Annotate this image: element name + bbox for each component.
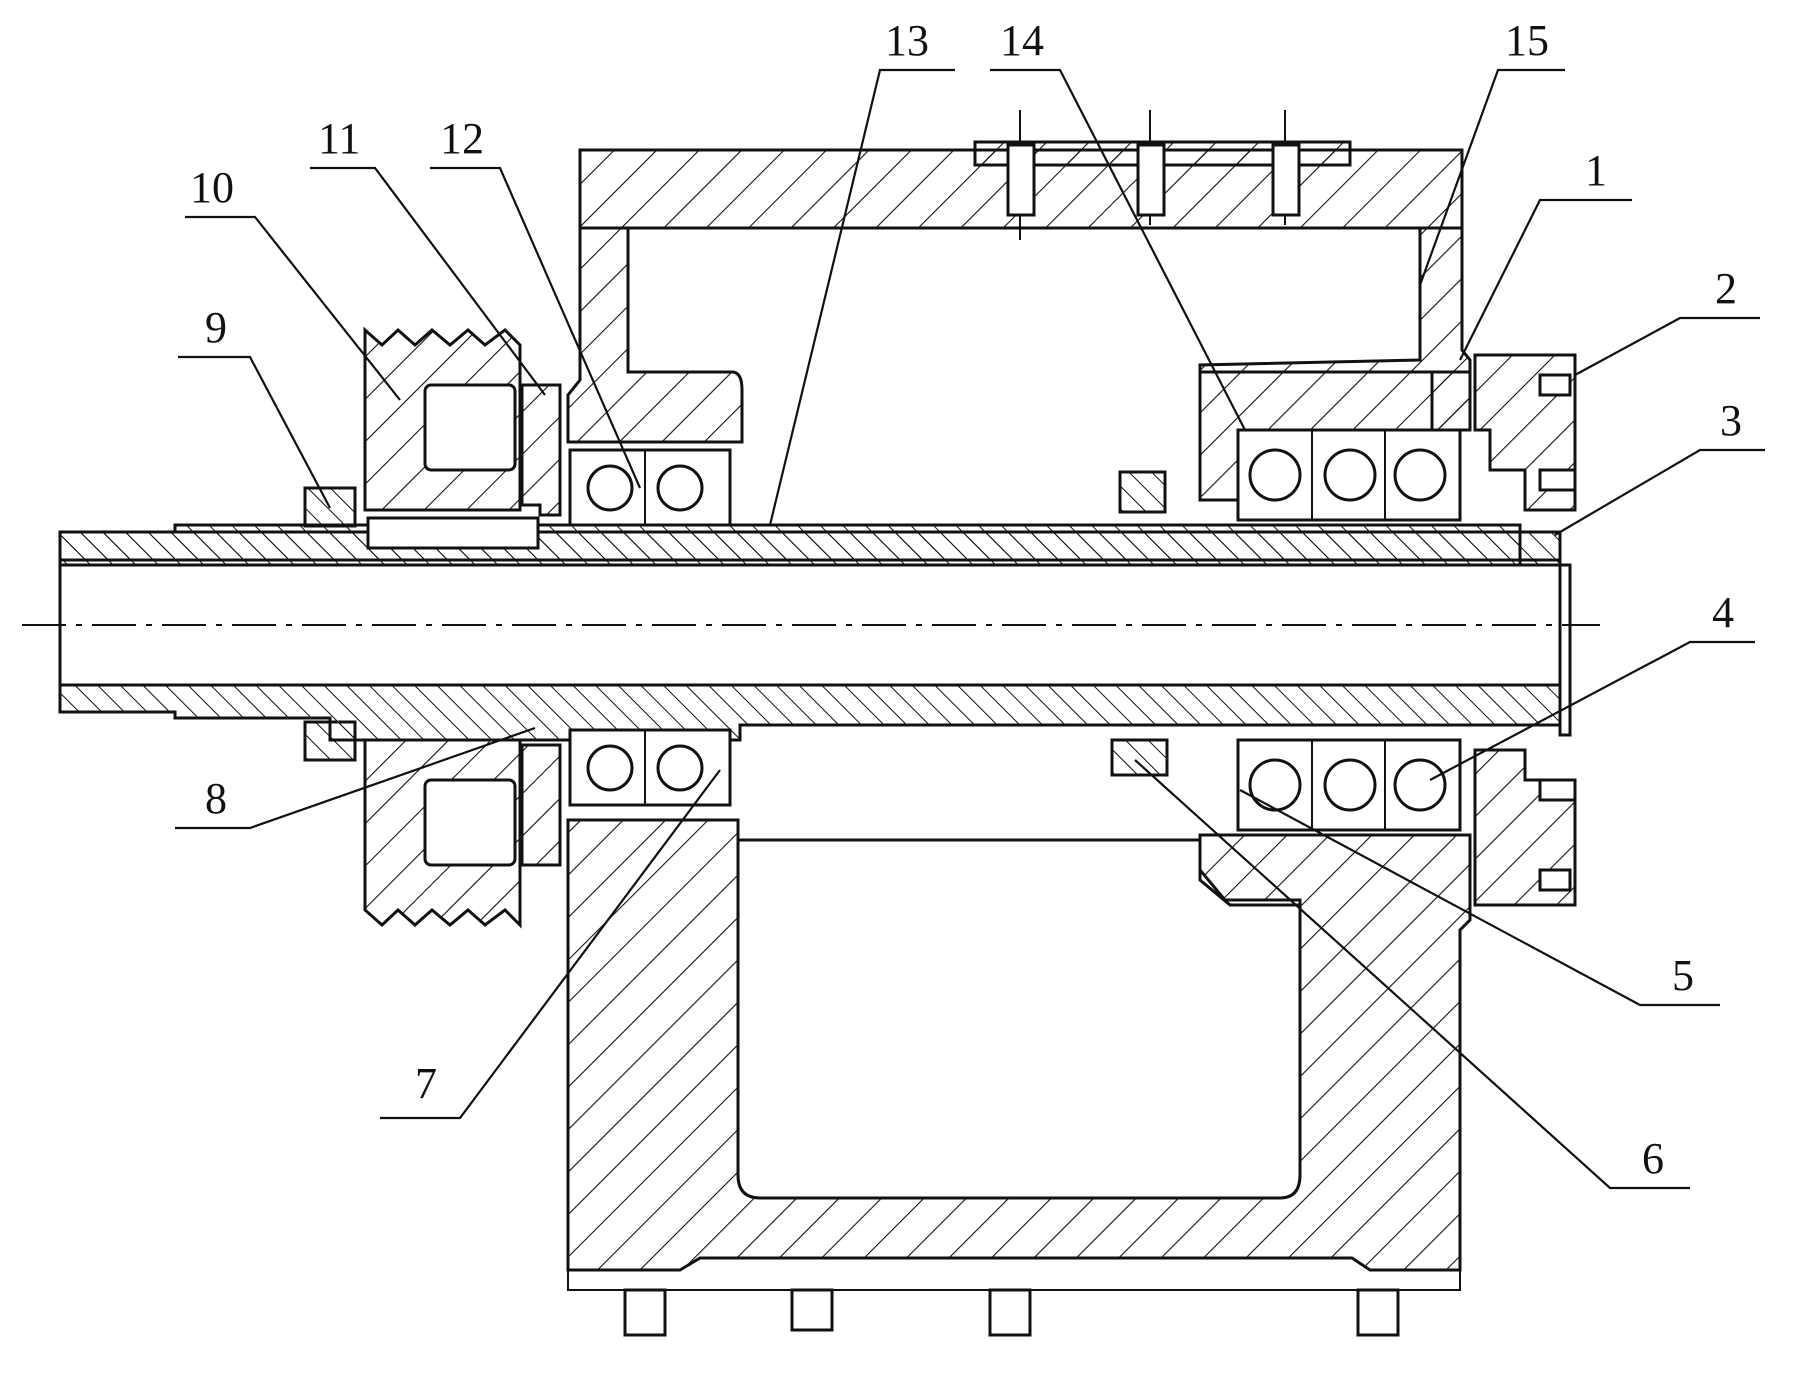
label-12: 12	[440, 114, 484, 163]
pulley-window-upper	[425, 385, 515, 470]
spindle-shaft	[60, 525, 1570, 740]
foot-2	[792, 1290, 832, 1330]
label-5: 5	[1672, 951, 1694, 1000]
label-9: 9	[205, 303, 227, 352]
locknut-6-bottom	[1112, 740, 1167, 775]
locknut-6-top	[1120, 472, 1165, 512]
shaft-lower-body	[60, 685, 1560, 740]
label-1: 1	[1585, 146, 1607, 195]
end-cap-screw-mid	[1540, 470, 1575, 490]
foot-4	[1358, 1290, 1398, 1335]
foot-1	[625, 1290, 665, 1335]
label-8: 8	[205, 774, 227, 823]
label-6: 6	[1642, 1134, 1664, 1183]
label-15: 15	[1505, 16, 1549, 65]
label-10: 10	[190, 163, 234, 212]
label-11: 11	[318, 114, 360, 163]
locknut-9-lower	[305, 722, 355, 760]
left-upper-wall	[568, 228, 742, 442]
foot-3	[990, 1290, 1030, 1335]
spacer-11-lower	[522, 745, 560, 865]
label-3: 3	[1720, 396, 1742, 445]
end-cap-screw-bot	[1540, 870, 1570, 890]
pulley-key	[368, 518, 538, 548]
label-4: 4	[1712, 588, 1734, 637]
spacer-11	[522, 385, 560, 515]
end-cap-screw-top	[1540, 375, 1570, 395]
pulley-window-lower	[425, 780, 515, 865]
label-14: 14	[1000, 16, 1044, 65]
end-cap-screw-low	[1540, 780, 1575, 800]
label-7: 7	[415, 1059, 437, 1108]
label-13: 13	[885, 16, 929, 65]
label-2: 2	[1715, 264, 1737, 313]
